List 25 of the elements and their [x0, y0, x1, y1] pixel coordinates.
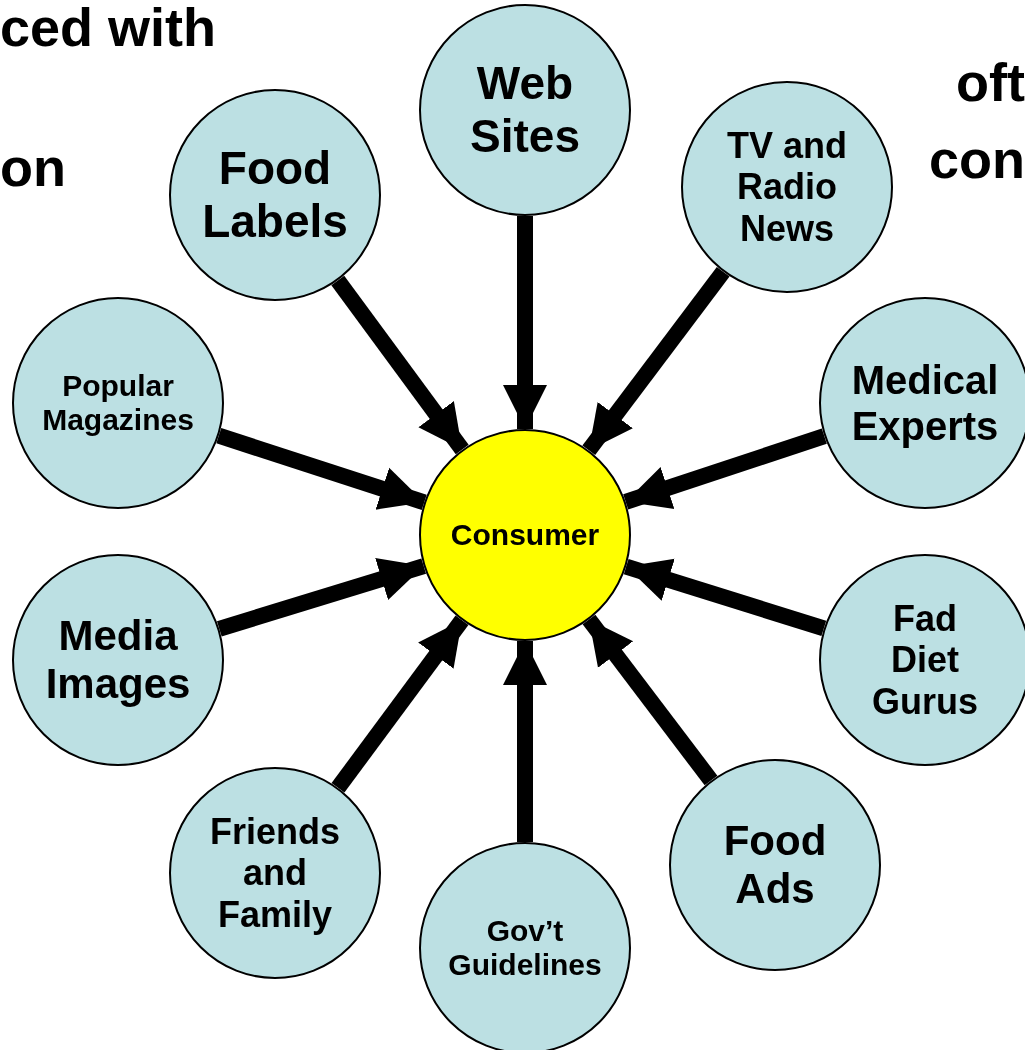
arrow	[582, 614, 718, 786]
arrow	[582, 266, 730, 456]
node-label: Food Ads	[722, 816, 828, 914]
arrow	[503, 641, 547, 842]
node-label: Medical Experts	[850, 357, 1000, 449]
node-label: TV and Radio News	[726, 124, 848, 250]
heading-fragment: con	[929, 132, 1025, 186]
heading-fragment: ced with	[0, 0, 217, 54]
arrow	[331, 275, 469, 455]
node-label: Popular Magazines	[41, 368, 195, 438]
arrow	[623, 428, 827, 510]
node-label: Fad Diet Gurus	[871, 597, 979, 723]
arrow	[216, 428, 427, 510]
node-label: Friends and Family	[209, 810, 341, 936]
arrow	[503, 216, 547, 429]
node-label: Gov’t Guidelines	[447, 913, 603, 983]
arrow	[331, 615, 469, 793]
arrow	[216, 558, 427, 637]
node-label: Consumer	[449, 517, 601, 553]
arrow	[623, 558, 827, 637]
heading-fragment: oft	[956, 55, 1025, 109]
node-label: Food Labels	[201, 142, 349, 248]
node-label: Media Images	[44, 611, 192, 709]
node-label: Web Sites	[469, 57, 581, 163]
heading-fragment: on	[0, 140, 66, 194]
